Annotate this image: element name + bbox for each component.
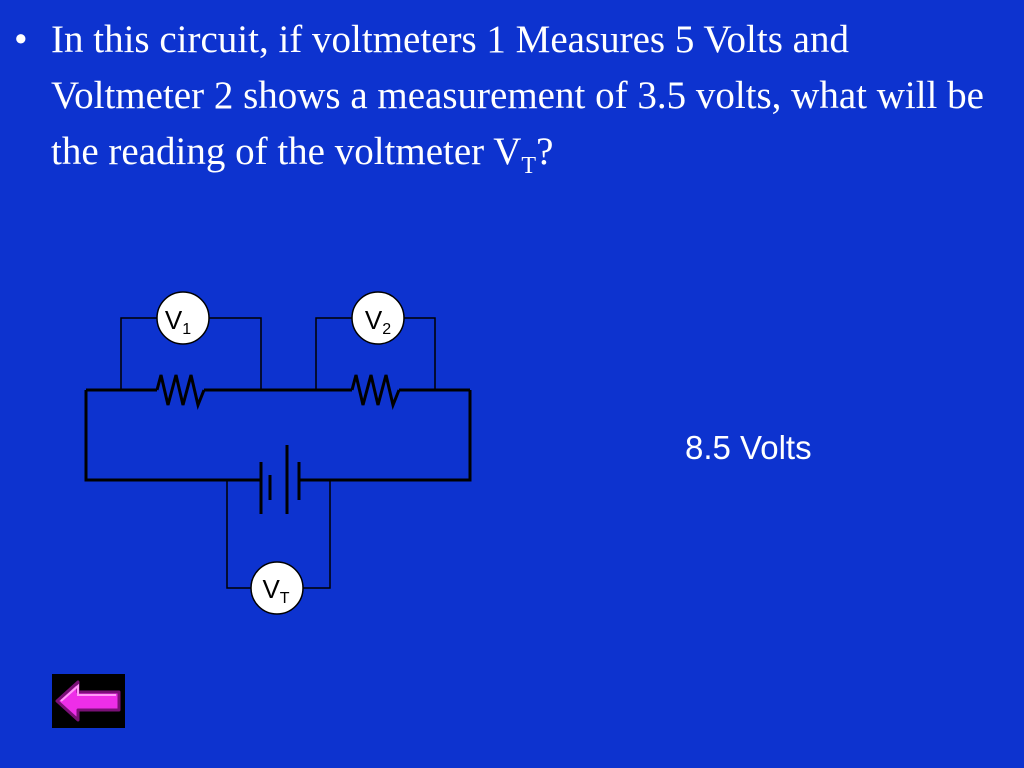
voltmeter-2: V2 [351, 291, 405, 345]
meter-t-letter: V [262, 574, 280, 604]
question-subscript: T [521, 153, 537, 179]
meter-1-letter: V [165, 305, 183, 335]
wire-right-side [299, 390, 472, 482]
meter-1-subscript: 1 [182, 321, 191, 338]
wire-left-side [84, 390, 261, 482]
svg-text:V2: V2 [365, 305, 391, 338]
meter-t-subscript: T [280, 590, 290, 607]
question-text: In this circuit, if voltmeters 1 Measure… [51, 12, 1011, 185]
voltmeter-1: V1 [156, 291, 210, 345]
meter-2-subscript: 2 [382, 321, 391, 338]
resistor-2 [350, 374, 401, 410]
question-end: ? [536, 130, 554, 173]
left-arrow-icon [55, 680, 121, 722]
question-main-text: In this circuit, if voltmeters 1 Measure… [51, 18, 984, 173]
meter-2-letter: V [365, 305, 383, 335]
resistor-1 [155, 374, 206, 410]
voltmeter-total: VT [250, 561, 304, 615]
back-button[interactable] [52, 674, 125, 728]
answer-text: 8.5 Volts [685, 429, 812, 466]
bullet: • [14, 18, 28, 61]
svg-text:VT: VT [262, 574, 289, 607]
svg-text:V1: V1 [165, 305, 191, 338]
